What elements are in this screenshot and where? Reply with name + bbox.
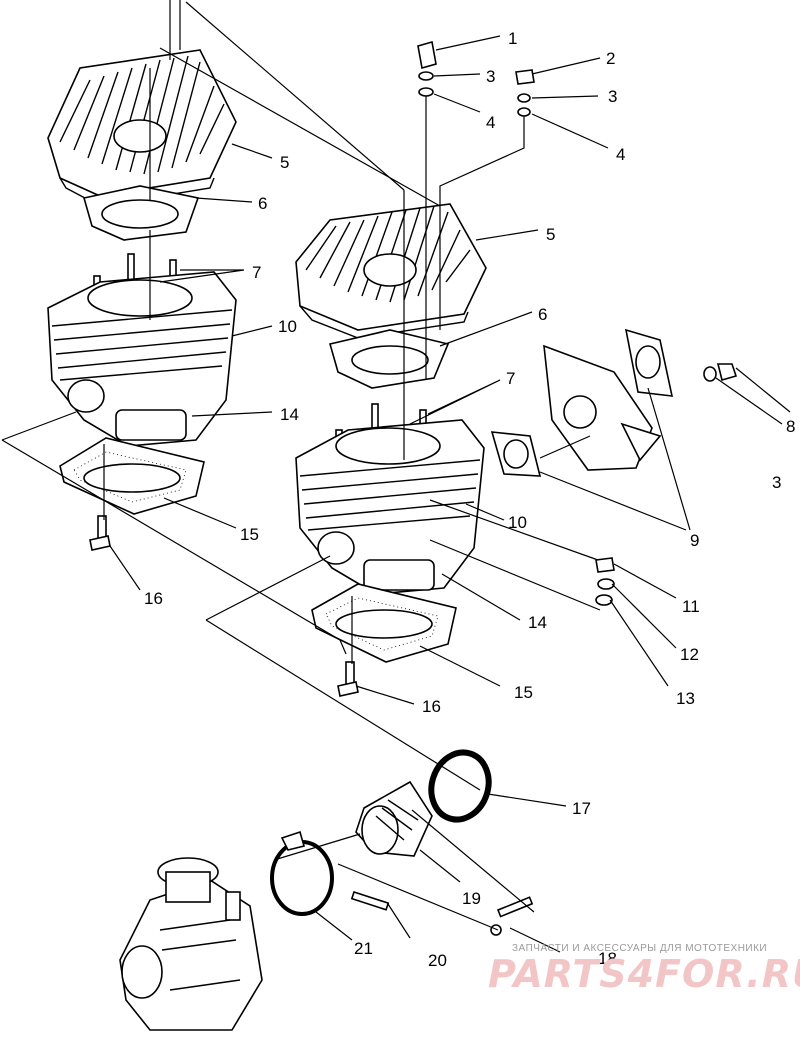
cylinder-head-right xyxy=(295,203,487,339)
watermark-caption: ЗАПЧАСТИ И АКСЕССУАРЫ ДЛЯ МОТОТЕХНИКИ xyxy=(512,943,768,954)
callout-3-top-left: 3 xyxy=(486,67,495,86)
hose-clamp xyxy=(270,830,334,916)
callout-7-right: 7 xyxy=(506,369,515,388)
base-gasket-right xyxy=(311,583,457,663)
callout-4-top-right: 4 xyxy=(616,145,625,164)
cylinder-left xyxy=(47,271,237,447)
intake-adaptor xyxy=(355,780,433,857)
callout-7-left: 7 xyxy=(252,263,261,282)
callouts: 1 3 4 2 3 4 5 6 7 10 14 15 16 5 6 7 10 1… xyxy=(144,29,795,970)
callout-19: 19 xyxy=(462,889,481,908)
cylinder-right xyxy=(295,419,485,595)
callout-17: 17 xyxy=(572,799,591,818)
nut-washer-stack xyxy=(595,557,615,606)
bolt-20 xyxy=(350,890,390,911)
base-gasket-left xyxy=(59,437,205,515)
callout-leaders xyxy=(109,35,791,953)
callout-6-right: 6 xyxy=(538,305,547,324)
callout-16-right: 16 xyxy=(422,697,441,716)
callout-14-right: 14 xyxy=(528,613,547,632)
callout-13: 13 xyxy=(676,689,695,708)
exhaust-nut-washer xyxy=(703,363,738,382)
callout-15-left: 15 xyxy=(240,525,259,544)
leader-lines xyxy=(1,0,601,931)
hardware-top-right-stack xyxy=(515,69,535,117)
callout-9: 9 xyxy=(690,531,699,550)
intake-o-ring xyxy=(428,749,492,823)
hardware-top-left-stack xyxy=(417,40,437,97)
callout-8: 8 xyxy=(786,417,795,436)
head-gasket-right xyxy=(328,329,450,389)
callout-20: 20 xyxy=(428,951,447,970)
callout-11: 11 xyxy=(682,597,700,616)
bolt-18 xyxy=(490,896,534,936)
callout-1: 1 xyxy=(508,29,517,48)
callout-18: 18 xyxy=(598,949,617,968)
callout-2: 2 xyxy=(606,49,615,68)
exhaust-gasket-large xyxy=(624,328,674,397)
callout-3-top-right: 3 xyxy=(608,87,617,106)
exhaust-bracket xyxy=(543,344,662,471)
callout-15-right: 15 xyxy=(514,683,533,702)
callout-6-left: 6 xyxy=(258,194,267,213)
callout-10-left: 10 xyxy=(278,317,297,336)
callout-10-right: 10 xyxy=(508,513,527,532)
cylinder-head-left xyxy=(47,49,237,207)
callout-21: 21 xyxy=(354,939,373,958)
callout-4-top-left: 4 xyxy=(486,113,495,132)
callout-14-left: 14 xyxy=(280,405,299,424)
callout-5-left: 5 xyxy=(280,153,289,172)
callout-3-right: 3 xyxy=(772,473,781,492)
fitting-left xyxy=(89,515,111,551)
watermark-logo: PARTS4FOR.RU xyxy=(488,952,800,996)
callout-16-left: 16 xyxy=(144,589,163,608)
head-gasket-left xyxy=(82,185,200,241)
exhaust-gasket-small xyxy=(490,431,542,477)
carburetor xyxy=(119,857,263,1031)
callout-12: 12 xyxy=(680,645,699,664)
fitting-right xyxy=(337,661,359,697)
callout-5-right: 5 xyxy=(546,225,555,244)
